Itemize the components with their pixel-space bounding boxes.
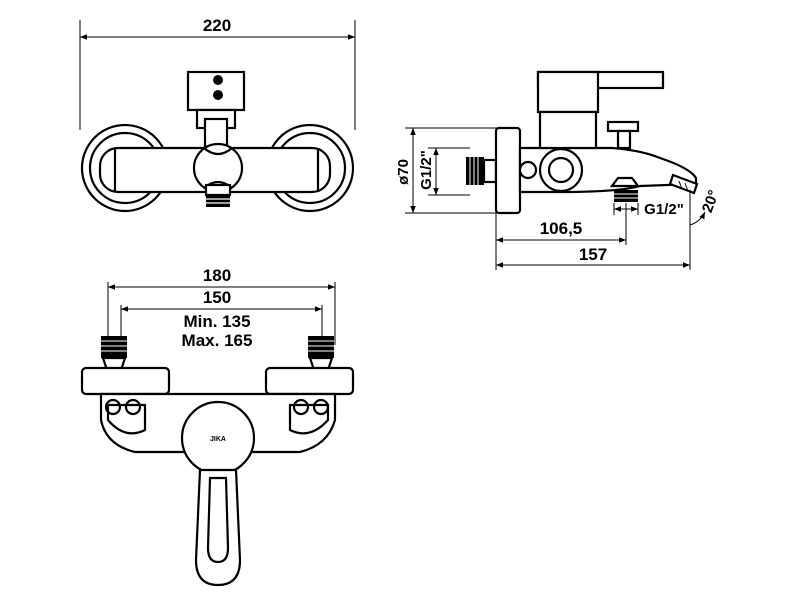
dimension-220: 220 (79, 16, 356, 130)
dimension-thread-left: G1/2" (418, 147, 470, 196)
dimension-thread-bottom: G1/2" (613, 201, 684, 218)
front-view: 180 150 Min. 135 Max. 165 (80, 266, 355, 587)
lever-handle-front (194, 468, 242, 587)
top-view: 220 (79, 16, 356, 213)
diverter-knob-side (606, 120, 640, 150)
brand-logo: JIKA (210, 436, 226, 443)
right-escutcheon-front (264, 366, 355, 396)
dimension-angle: 20° (689, 188, 723, 228)
diameter-label: ø70 (395, 159, 412, 185)
dimension-220-label: 220 (203, 16, 231, 35)
dimension-180-label: 180 (203, 266, 231, 285)
inlet-connector (466, 157, 498, 185)
lever-handle-top (186, 70, 246, 151)
max-label: Max. 165 (182, 331, 253, 350)
min-label: Min. 135 (183, 312, 250, 331)
outlet-thread-top (204, 183, 232, 207)
angle-label: 20° (699, 188, 723, 215)
lever-cartridge-side (536, 70, 665, 150)
spout-outlet (668, 173, 699, 195)
escutcheon-side (494, 126, 522, 215)
bottom-thread-side (609, 176, 641, 202)
thread-bottom-label: G1/2" (644, 201, 684, 218)
side-view: ø70 G1/2" (395, 70, 723, 270)
dimension-150: 150 (120, 288, 323, 345)
left-inlet-thread (101, 336, 127, 372)
right-inlet-thread (308, 336, 334, 372)
dimension-150-label: 150 (203, 288, 231, 307)
dimension-157: 157 (496, 228, 691, 270)
thread-left-label: G1/2" (418, 150, 435, 190)
dimension-157-label: 157 (579, 245, 607, 264)
dimension-106-5: 106,5 (495, 203, 627, 270)
dimension-106-5-label: 106,5 (540, 219, 583, 238)
dimension-180: 180 (107, 266, 336, 345)
left-escutcheon-front (80, 366, 171, 396)
mixer-body-side (518, 146, 698, 194)
